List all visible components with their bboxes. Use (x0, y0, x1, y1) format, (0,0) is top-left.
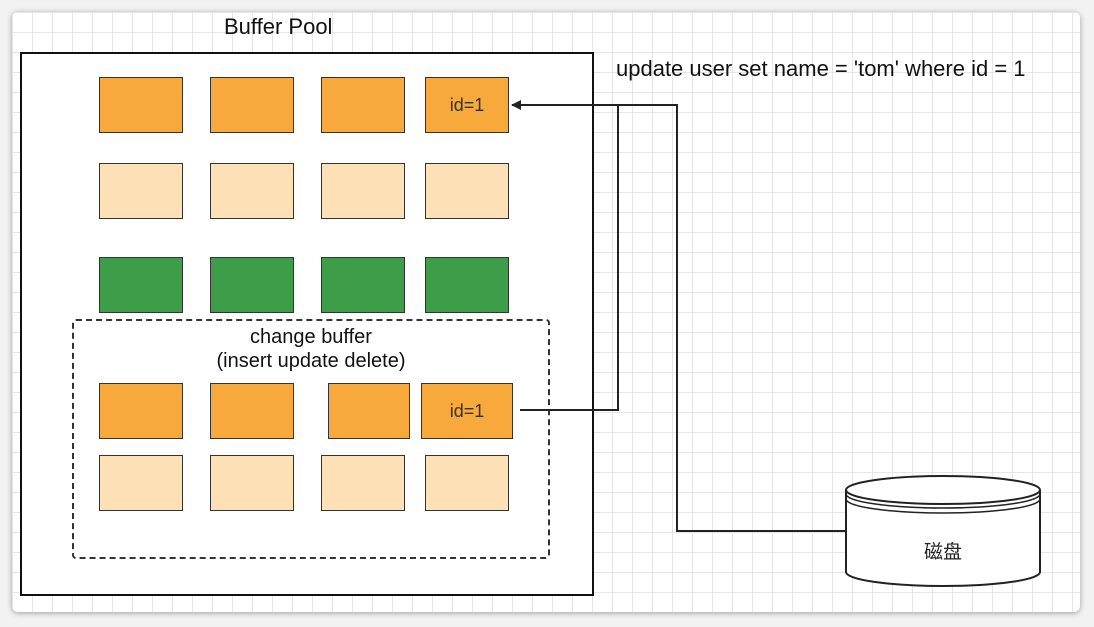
disk-label: 磁盘 (923, 542, 962, 563)
buffer-page (210, 77, 294, 133)
buffer-page (321, 163, 405, 219)
buffer-page (425, 163, 509, 219)
buffer-page (99, 163, 183, 219)
change-buffer-page (99, 383, 183, 439)
merge-arrow (511, 100, 619, 411)
disk-cylinder (845, 475, 1041, 587)
buffer-page (321, 77, 405, 133)
change-buffer-page (425, 455, 509, 511)
change-buffer-page-id-1: id=1 (421, 383, 513, 439)
buffer-page (321, 257, 405, 313)
sql-statement: update user set name = 'tom' where id = … (616, 56, 1026, 81)
change-buffer-page (99, 455, 183, 511)
buffer-page (99, 257, 183, 313)
buffer-page (99, 77, 183, 133)
buffer-page (425, 257, 509, 313)
connector-lines (511, 100, 1041, 587)
diagram-canvas: Buffer Pool id=1 change buffer (insert u… (12, 12, 1080, 612)
change-buffer-page (210, 455, 294, 511)
change-buffer-page (210, 383, 294, 439)
change-buffer-page (328, 383, 410, 439)
buffer-page (210, 163, 294, 219)
change-buffer-box (72, 319, 550, 559)
buffer-page (210, 257, 294, 313)
disk-read-line (572, 104, 846, 532)
change-buffer-page (321, 455, 405, 511)
change-buffer-subtitle: (insert update delete) (216, 350, 406, 372)
change-buffer-title: change buffer (250, 326, 372, 348)
buffer-page-id-1: id=1 (425, 77, 509, 133)
buffer-pool-title: Buffer Pool (224, 14, 333, 39)
